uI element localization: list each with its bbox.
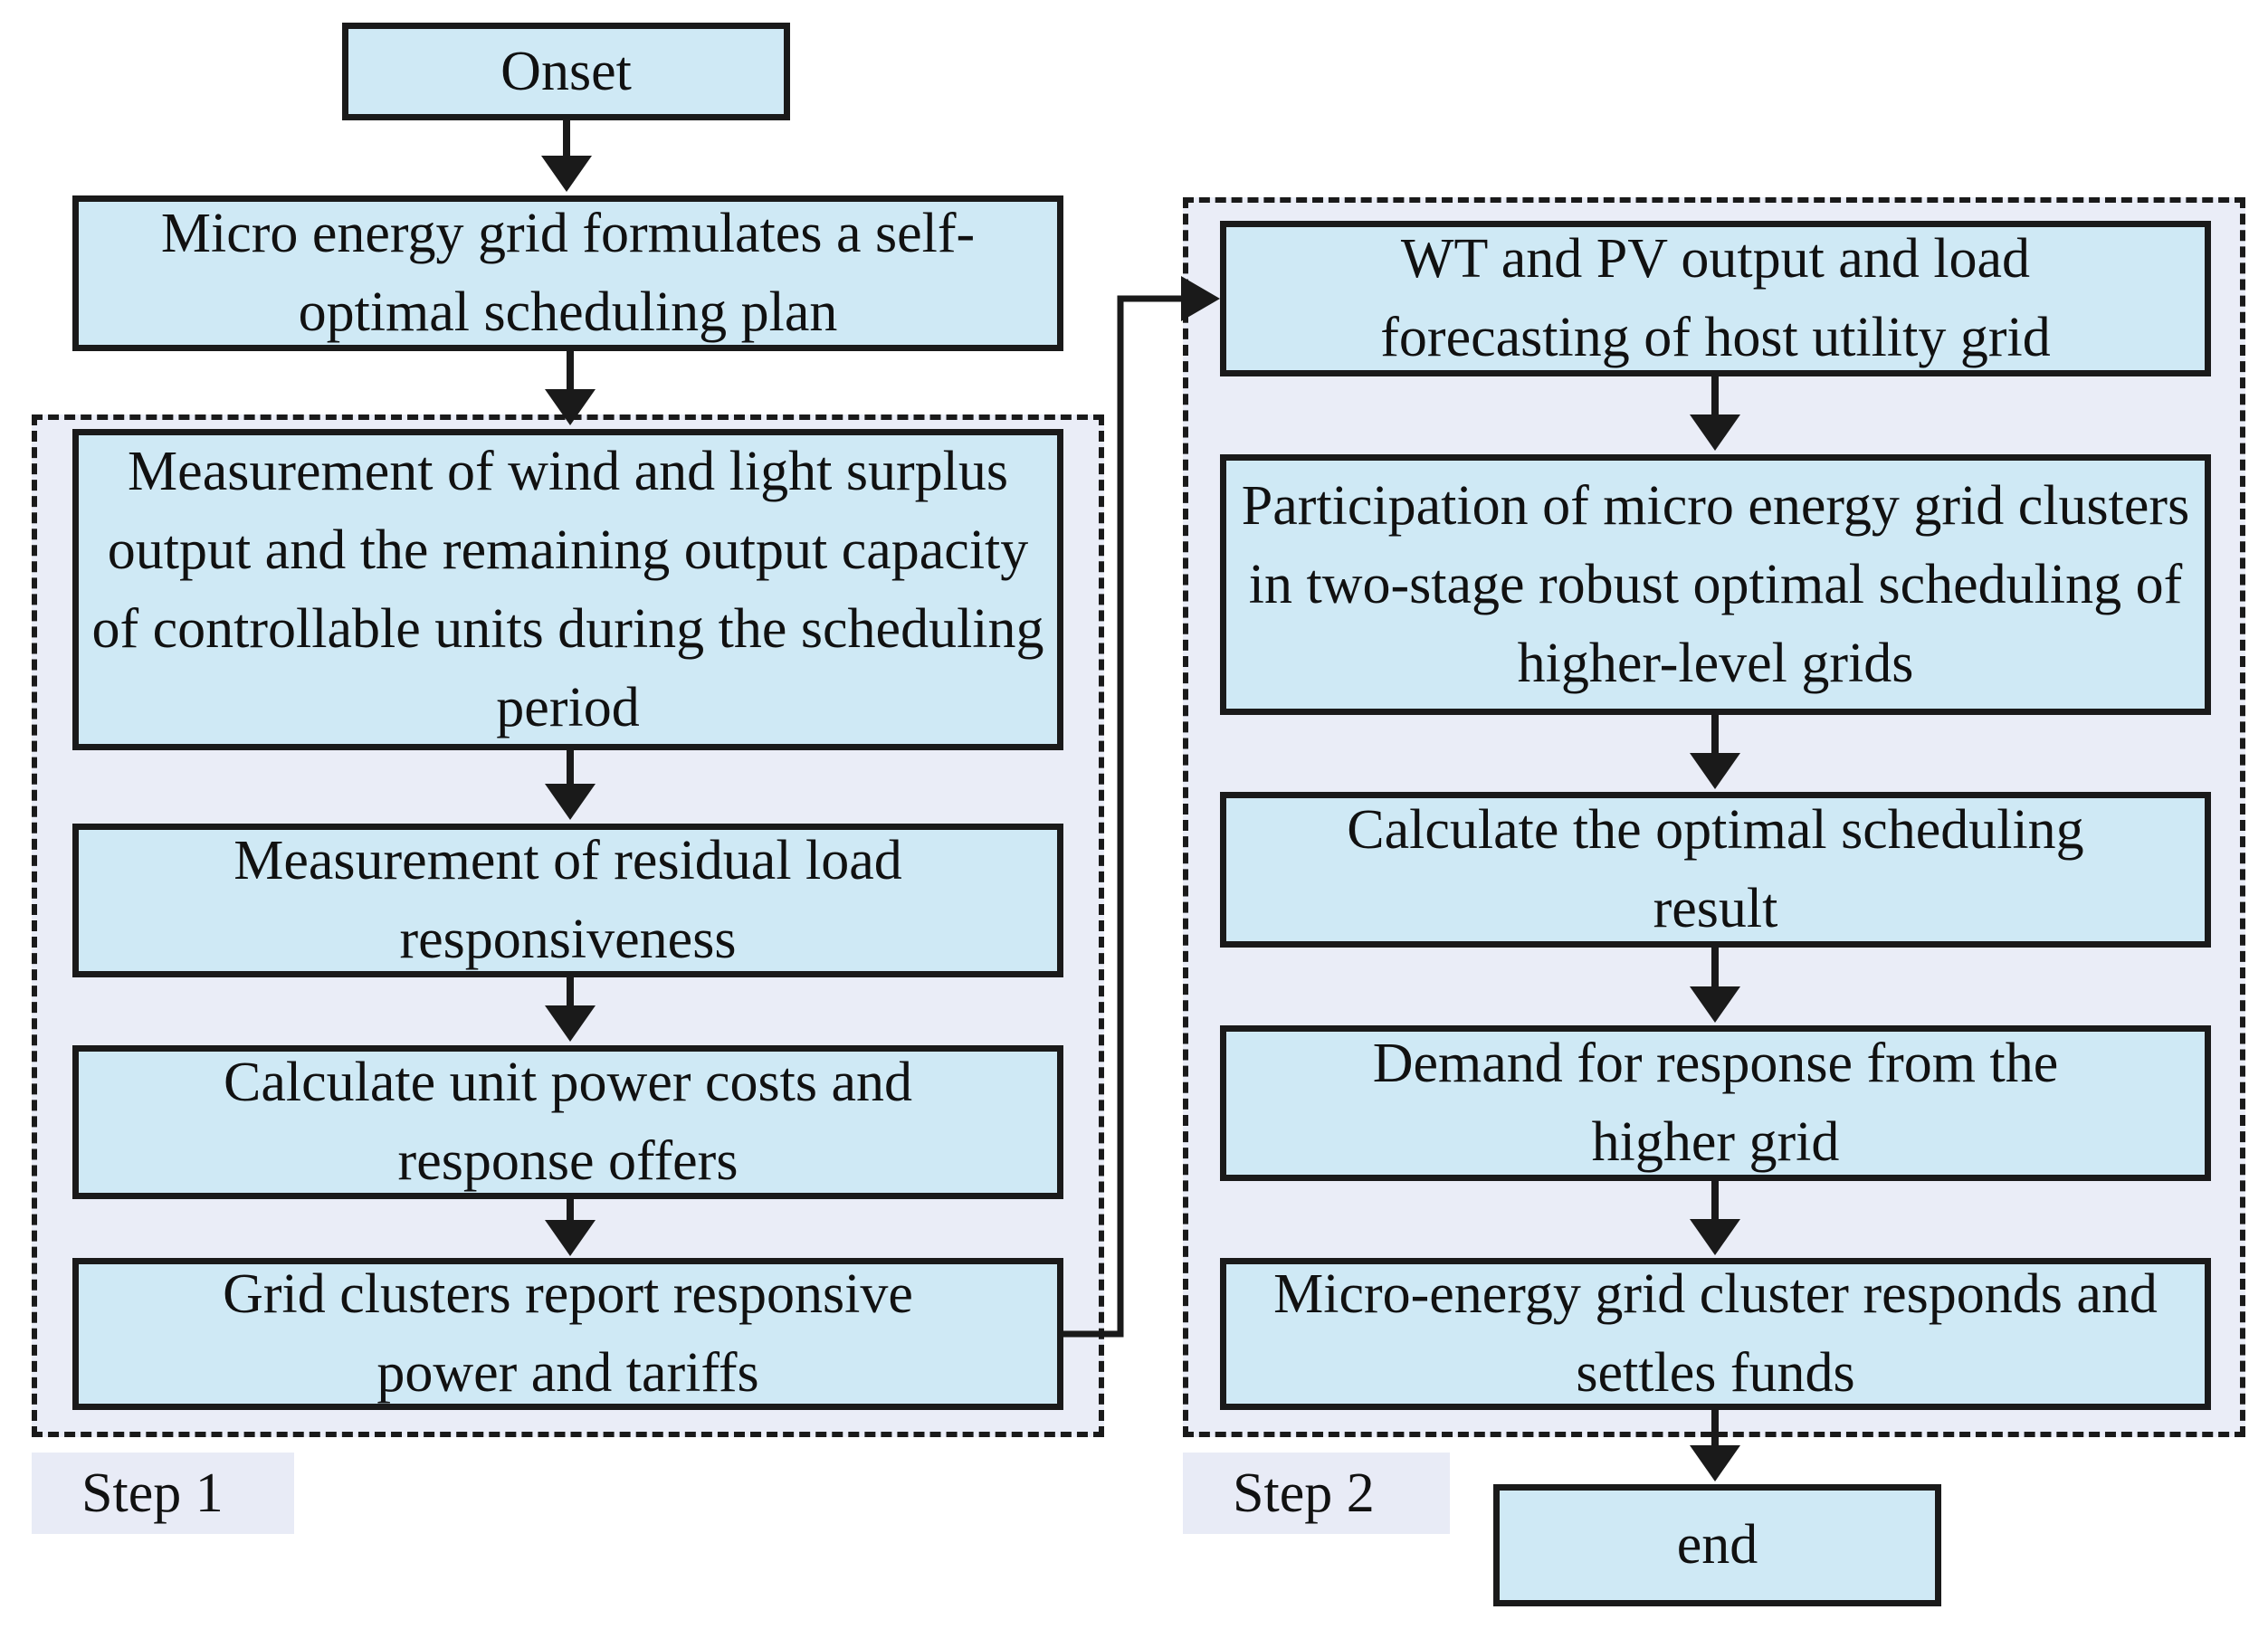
step1-node-1: Micro energy grid formulates a self-opti… [72,195,1063,351]
step2-node-4-text: Demand for response from the higher grid [1372,1033,2059,1173]
step2-node-5-text: Micro-energy grid cluster responds and s… [1273,1263,2158,1404]
step1-node-4: Calculate unit power costs and response … [72,1045,1063,1199]
arrow-onset-to-plan [541,120,592,192]
step1-label-text: Step 1 [81,1462,224,1524]
step1-node-4-text: Calculate unit power costs and response … [223,1052,912,1192]
step1-node-3-text: Measurement of residual load responsiven… [233,830,902,970]
step2-node-3: Calculate the optimal scheduling result [1220,792,2211,948]
step1-node-5-text: Grid clusters report responsive power an… [223,1263,913,1404]
step2-node-4: Demand for response from the higher grid [1220,1025,2211,1181]
step1-node-2-text: Measurement of wind and light surplus ou… [91,440,1044,738]
step2-node-5: Micro-energy grid cluster responds and s… [1220,1258,2211,1410]
start-node: Onset [342,23,790,120]
step2-node-2-text: Participation of micro energy grid clust… [1241,474,2190,694]
step1-node-5: Grid clusters report responsive power an… [72,1258,1063,1410]
end-node-text: end [1676,1514,1758,1576]
step2-node-3-text: Calculate the optimal scheduling result [1347,799,2084,939]
step2-node-1-text: WT and PV output and load forecasting of… [1380,228,2051,368]
step2-label-text: Step 2 [1233,1462,1375,1524]
step1-node-2: Measurement of wind and light surplus ou… [72,429,1063,750]
step2-node-2: Participation of micro energy grid clust… [1220,454,2211,715]
step2-label: Step 2 [1183,1453,1450,1534]
start-node-text: Onset [500,40,632,102]
step2-node-1: WT and PV output and load forecasting of… [1220,221,2211,376]
step1-node-3: Measurement of residual load responsiven… [72,824,1063,977]
step1-node-1-text: Micro energy grid formulates a self-opti… [160,203,976,343]
end-node: end [1493,1484,1941,1606]
step1-label: Step 1 [32,1453,294,1534]
